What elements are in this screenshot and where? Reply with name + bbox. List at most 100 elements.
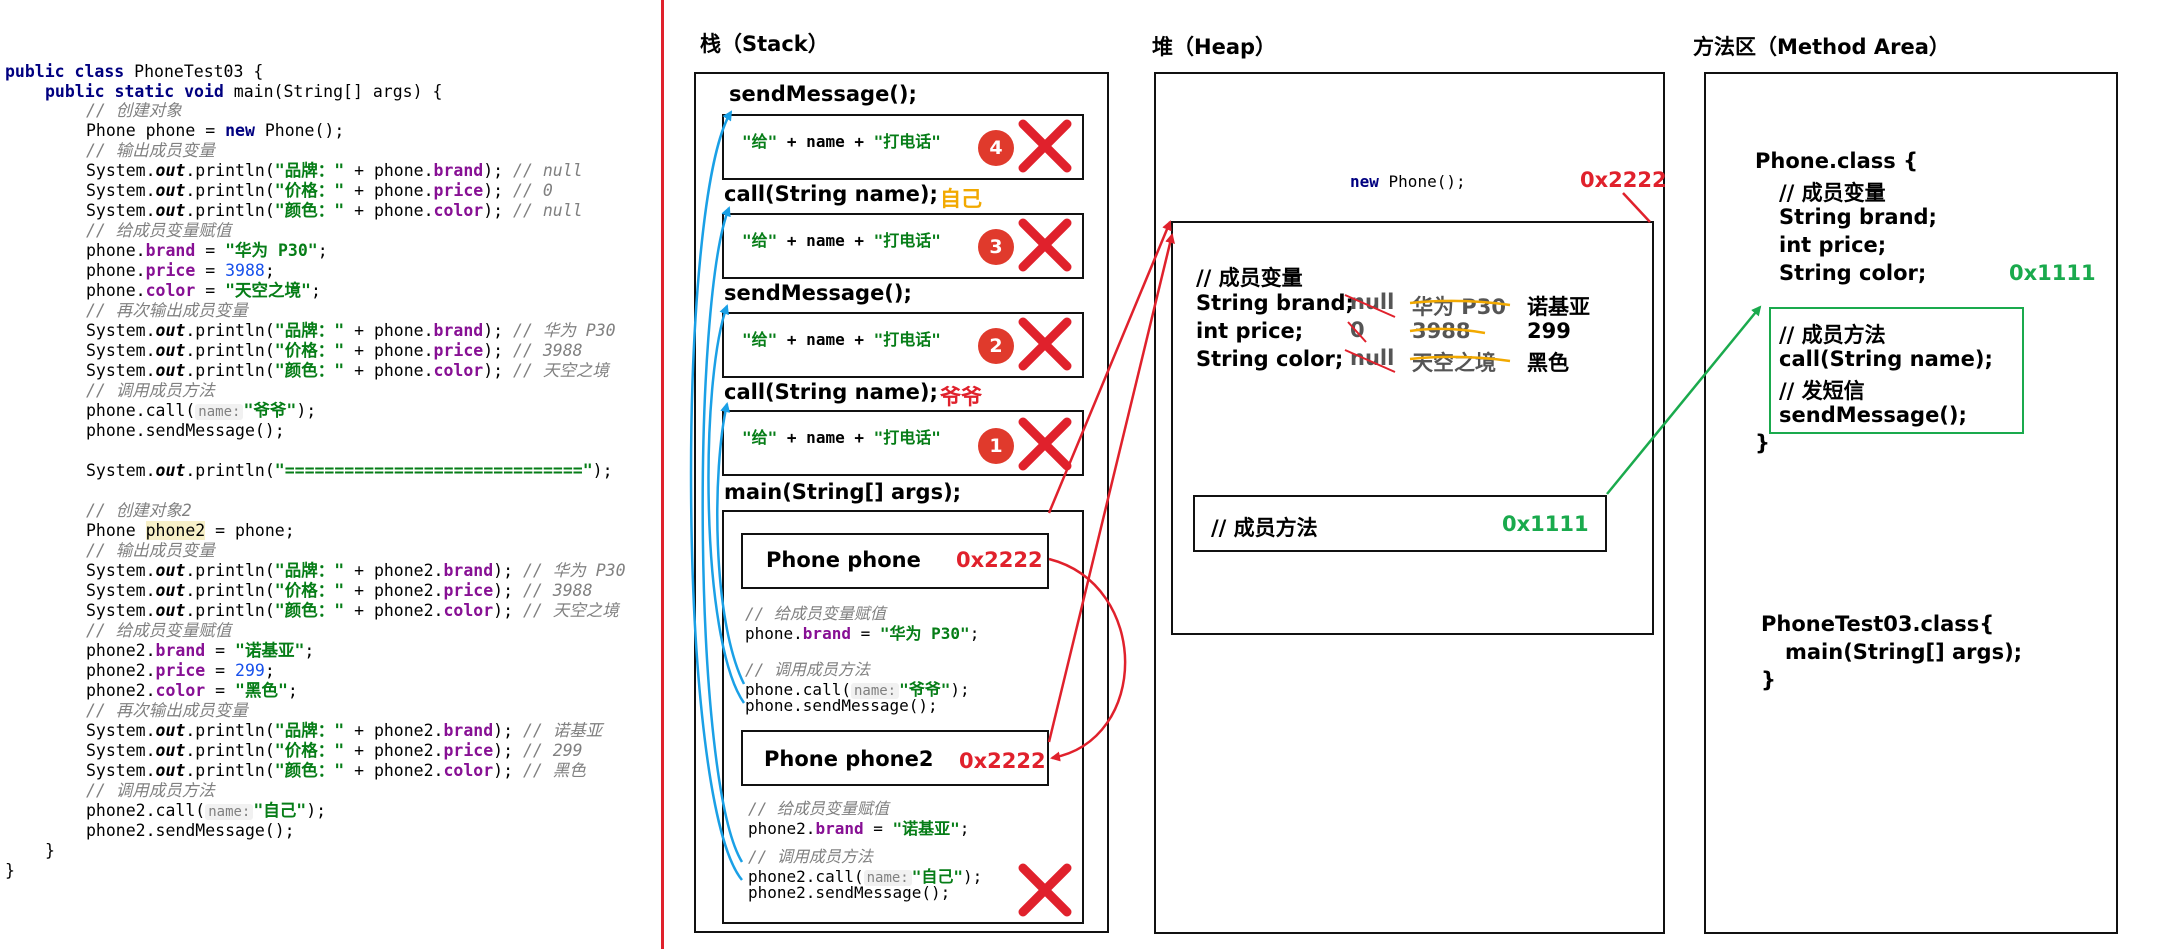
code-line: System.out.println("价格：" + phone2.price)… — [86, 581, 593, 600]
popped-x-icon — [1018, 119, 1072, 173]
class-methods-box — [1769, 307, 2024, 434]
panel-divider — [661, 0, 664, 949]
code-comment: // 再次输出成员变量 — [86, 301, 248, 320]
code-comment: // 给成员变量赋值 — [86, 221, 232, 240]
heap-methods-label: // 成员方法 — [1211, 516, 1318, 540]
heap-phone-object — [1171, 221, 1654, 635]
code-comment: // 给成员变量赋值 — [86, 621, 232, 640]
caller-tag: 自己 — [940, 187, 982, 211]
code-line: phone2.price = 299; — [86, 661, 275, 680]
step-badge: 1 — [978, 428, 1014, 464]
main-comment: // 调用成员方法 — [745, 660, 870, 679]
methods-address: 0x1111 — [2009, 261, 2096, 285]
strike-null-brand — [1344, 294, 1396, 318]
stack-frame-call-1 — [722, 410, 1084, 476]
stack-frame-label: call(String name); — [724, 182, 938, 206]
code-comment: // 再次输出成员变量 — [86, 701, 248, 720]
method-area-box — [1704, 72, 2118, 934]
code-line-close-method: } — [45, 841, 55, 860]
main-frame-label: main(String[] args); — [724, 480, 962, 504]
strike-huawei — [1409, 299, 1511, 307]
code-line: System.out.println("品牌：" + phone.brand);… — [86, 321, 616, 340]
heap-field-old-value: null — [1350, 290, 1395, 314]
main-code-line: phone2.brand = "诺基亚"; — [748, 819, 970, 838]
strike-3988 — [1409, 327, 1486, 335]
source-code-panel: public class PhoneTest03 { public static… — [0, 0, 660, 949]
code-line: System.out.println("价格：" + phone.price);… — [86, 181, 553, 200]
code-line: System.out.println("颜色：" + phone2.color)… — [86, 601, 619, 620]
heap-address-leader — [1622, 192, 1651, 223]
test-class-open: PhoneTest03.class{ — [1761, 612, 1995, 636]
phone2-pointer-arrow — [1047, 233, 1175, 743]
heap-object-address: 0x2222 — [1580, 168, 1667, 192]
class-field: int price; — [1779, 233, 1887, 257]
code-line: phone2.color = "黑色"; — [86, 681, 298, 700]
strike-sky — [1409, 355, 1511, 363]
main-comment: // 调用成员方法 — [748, 847, 873, 866]
code-comment: // 输出成员变量 — [86, 541, 215, 560]
popped-x-icon — [1018, 317, 1072, 371]
heap-field-decl: String color; — [1196, 347, 1344, 371]
code-line: Phone phone = new Phone(); — [86, 121, 345, 140]
code-line: System.out.println("价格：" + phone.price);… — [86, 341, 583, 360]
heap-field-new-value: 诺基亚 — [1527, 295, 1590, 319]
call-arrow-3 — [701, 206, 744, 863]
code-line-close-class: } — [5, 861, 15, 880]
code-comment: // 创建对象2 — [86, 501, 192, 520]
class-method: call(String name); — [1779, 347, 1993, 371]
code-line-class-decl: public class PhoneTest03 { — [5, 62, 264, 81]
main-code-line: phone.call(name:"爷爷"); — [745, 680, 970, 699]
code-line: phone2.sendMessage(); — [86, 821, 295, 840]
call-arrow-1 — [716, 402, 746, 685]
code-comment: // 调用成员方法 — [86, 781, 215, 800]
stack-title: 栈（Stack） — [700, 32, 829, 56]
frame-code: "给" + name + "打电话" — [742, 132, 941, 151]
code-comment: // 输出成员变量 — [86, 141, 215, 160]
phone2-address: 0x2222 — [959, 749, 1046, 773]
code-line: phone.brand = "华为 P30"; — [86, 241, 328, 260]
code-line: System.out.println("颜色：" + phone.color);… — [86, 201, 583, 220]
heap-field-old-value: null — [1350, 346, 1395, 370]
code-line: System.out.println("颜色：" + phone2.color)… — [86, 761, 586, 780]
code-comment: // 创建对象 — [86, 101, 182, 120]
frame-code: "给" + name + "打电话" — [742, 330, 941, 349]
heap-field-mid-value: 华为 P30 — [1412, 295, 1506, 319]
code-line: phone.sendMessage(); — [86, 421, 285, 440]
phone-address: 0x2222 — [956, 548, 1043, 572]
class-field: String brand; — [1779, 205, 1937, 229]
local-var-phone2 — [741, 730, 1049, 786]
code-line: phone.call(name:"爷爷"); — [86, 401, 317, 420]
strike-null-color — [1344, 349, 1396, 373]
heap-field-new-value: 299 — [1527, 319, 1571, 343]
local-var-phone2-label: Phone phone2 — [764, 747, 934, 771]
code-comment: // 调用成员方法 — [86, 381, 215, 400]
heap-title: 堆（Heap） — [1152, 35, 1277, 59]
popped-x-icon — [1018, 417, 1072, 471]
class-method-comment: // 发短信 — [1779, 379, 1865, 403]
code-line: phone.price = 3988; — [86, 261, 275, 280]
code-line: System.out.println("品牌：" + phone2.brand)… — [86, 721, 603, 740]
stack-frame-label: sendMessage(); — [729, 82, 917, 106]
phone-pointer-arrow — [1047, 220, 1172, 514]
heap-field-mid-value: 天空之境 — [1412, 351, 1496, 375]
heap-field-new-value: 黑色 — [1527, 351, 1569, 375]
class-field: String color; — [1779, 261, 1927, 285]
local-var-phone-label: Phone phone — [766, 548, 921, 572]
main-comment: // 给成员变量赋值 — [745, 604, 886, 623]
main-code-line: phone2.call(name:"自己"); — [748, 867, 983, 886]
frame-code: "给" + name + "打电话" — [742, 231, 941, 250]
class-vars-comment: // 成员变量 — [1779, 181, 1886, 205]
code-line: System.out.println("价格：" + phone2.price)… — [86, 741, 583, 760]
stack-frame-send-message-1 — [722, 312, 1084, 378]
code-line: System.out.println("品牌：" + phone.brand);… — [86, 161, 583, 180]
frame-code: "给" + name + "打电话" — [742, 428, 941, 447]
phone-to-phone2-arrow — [1048, 557, 1127, 762]
popped-x-icon — [1018, 218, 1072, 272]
popped-x-icon — [1018, 863, 1072, 917]
call-arrow-2 — [707, 304, 746, 704]
methods-ref-arrow — [1606, 305, 1762, 495]
main-code-line: phone2.sendMessage(); — [748, 883, 951, 902]
phone-class-close: } — [1755, 431, 1770, 455]
heap-field-decl: String brand; — [1196, 291, 1354, 315]
